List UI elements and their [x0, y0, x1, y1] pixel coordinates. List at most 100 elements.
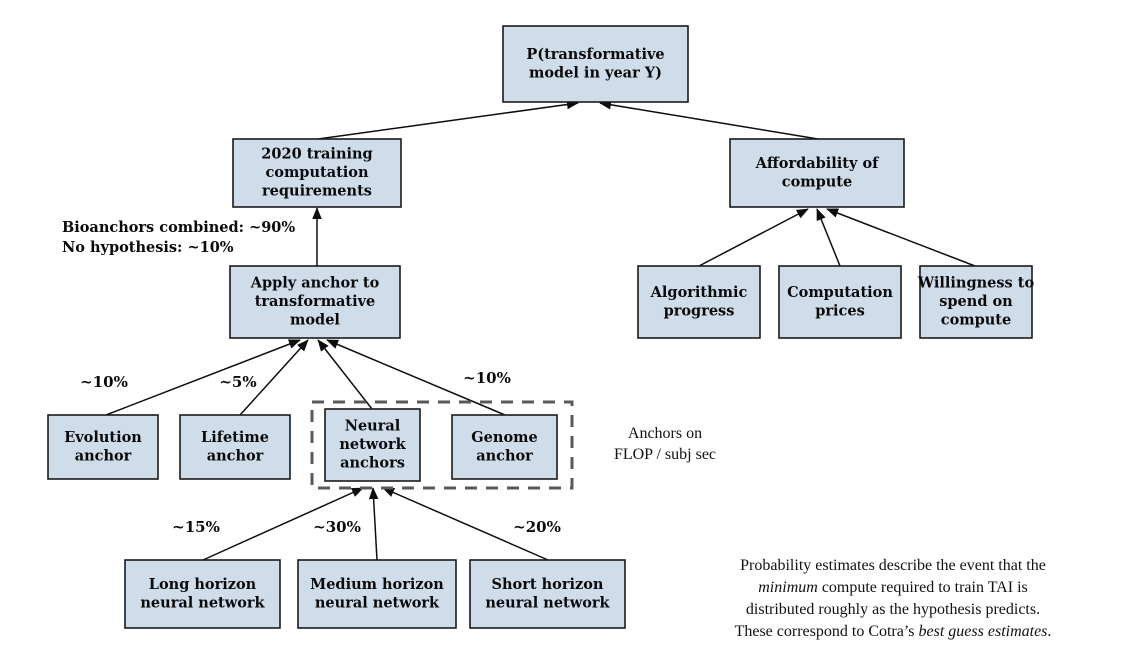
- node-label-training: 2020 training: [261, 146, 372, 163]
- caption-segment: minimum: [758, 579, 818, 596]
- edge-afford-to-root: [599, 100, 819, 140]
- node-box-lifetime[interactable]: [179, 414, 291, 480]
- edge-label-evolution-pct: ~10%: [80, 373, 128, 391]
- node-label-prices: prices: [815, 302, 865, 319]
- node-box-root[interactable]: [502, 25, 689, 103]
- edge-medium-to-nn: [368, 487, 379, 561]
- node-label-root: P(transformative: [526, 46, 664, 63]
- notes-layer: Bioanchors combined: ~90% No hypothesis: …: [62, 219, 1051, 640]
- node-box-medium_h[interactable]: [297, 559, 457, 629]
- edge-nn-to-apply: [317, 339, 373, 410]
- edge-label-medium-pct: ~30%: [313, 518, 361, 536]
- node-label-root: model in year Y): [529, 64, 662, 81]
- edge-label-short-pct: ~20%: [513, 518, 561, 536]
- node-label-genome: Genome: [471, 429, 537, 446]
- caption-line-probability-caption: distributed roughly as the hypothesis pr…: [746, 601, 1040, 618]
- node-label-genome: anchor: [476, 447, 533, 464]
- edge-genome-to-apply: [326, 339, 506, 416]
- node-box-long_h[interactable]: [124, 559, 281, 629]
- node-label-nn_anchors: network: [339, 436, 406, 453]
- side-note-line-bioanchors-note: No hypothesis: ~10%: [62, 239, 234, 256]
- group-box-layer: [310, 400, 574, 490]
- node-label-willing: compute: [941, 312, 1011, 329]
- node-label-afford: compute: [782, 173, 852, 190]
- caption-line-probability-caption: These correspond to Cotra’s best guess e…: [735, 623, 1052, 640]
- node-label-lifetime: Lifetime: [201, 429, 269, 446]
- edge-label-long-pct: ~15%: [172, 518, 220, 536]
- node-label-apply: model: [290, 312, 340, 329]
- edge-long-to-nn: [202, 487, 364, 561]
- node-box-apply[interactable]: [229, 265, 401, 339]
- node-label-apply: transformative: [255, 293, 376, 310]
- node-label-medium_h: Medium horizon: [310, 576, 444, 593]
- node-label-algo: Algorithmic: [650, 284, 748, 301]
- node-label-short_h: neural network: [485, 594, 610, 611]
- caption-line-probability-caption: minimum compute required to train TAI is: [758, 579, 1027, 596]
- node-label-nn_anchors: anchors: [340, 455, 405, 472]
- node-label-nn_anchors: Neural: [345, 418, 401, 435]
- group-annotation-line-flop-annotation: FLOP / subj sec: [614, 446, 716, 463]
- caption-segment: compute required to train TAI is: [818, 579, 1028, 596]
- node-label-training: computation: [265, 164, 368, 181]
- caption-segment: distributed roughly as the hypothesis pr…: [746, 601, 1040, 618]
- node-label-lifetime: anchor: [207, 447, 264, 464]
- node-label-training: requirements: [262, 183, 372, 200]
- node-label-long_h: Long horizon: [149, 576, 257, 593]
- edge-prices-to-afford: [816, 208, 841, 267]
- group-annotation-line-flop-annotation: Anchors on: [628, 425, 702, 442]
- caption-segment: .: [1047, 623, 1051, 640]
- node-label-evolution: anchor: [75, 447, 132, 464]
- node-label-afford: Affordability of: [755, 155, 881, 172]
- node-box-training[interactable]: [232, 138, 402, 208]
- edge-labels-layer: ~10% ~5% ~10% ~15% ~30% ~20%: [80, 369, 561, 536]
- edge-willing-to-afford: [826, 208, 976, 267]
- node-label-algo: progress: [664, 302, 735, 319]
- edge-label-lifetime-pct: ~5%: [219, 373, 256, 391]
- edges-layer: [105, 99, 976, 561]
- node-box-genome[interactable]: [451, 414, 558, 480]
- node-box-algo[interactable]: [637, 265, 761, 339]
- group-box-flop-subj-sec-group: [310, 400, 574, 490]
- edge-algo-to-afford: [698, 208, 809, 267]
- node-box-afford[interactable]: [729, 138, 905, 208]
- node-label-willing: Willingness to: [917, 275, 1035, 292]
- node-label-prices: Computation: [787, 284, 893, 301]
- node-label-short_h: Short horizon: [492, 576, 604, 593]
- node-box-willing[interactable]: [919, 265, 1033, 339]
- edge-training-to-root: [317, 99, 579, 140]
- node-label-long_h: neural network: [140, 594, 265, 611]
- edge-lifetime-to-apply: [239, 339, 309, 416]
- node-label-apply: Apply anchor to: [250, 275, 380, 292]
- edge-label-genome-pct: ~10%: [463, 369, 511, 387]
- caption-segment: These correspond to Cotra’s: [735, 623, 919, 640]
- caption-segment: best guess estimates: [919, 623, 1048, 640]
- caption-line-probability-caption: Probability estimates describe the event…: [740, 557, 1046, 574]
- side-note-line-bioanchors-note: Bioanchors combined: ~90%: [62, 219, 295, 236]
- node-box-prices[interactable]: [778, 265, 902, 339]
- node-box-evolution[interactable]: [47, 414, 159, 480]
- node-label-willing: spend on: [939, 293, 1013, 310]
- node-label-evolution: Evolution: [64, 429, 142, 446]
- node-box-short_h[interactable]: [469, 559, 626, 629]
- edge-evolution-to-apply: [105, 339, 301, 416]
- node-label-medium_h: neural network: [315, 594, 440, 611]
- edge-short-to-nn: [382, 487, 549, 561]
- node-box-nn_anchors[interactable]: [324, 408, 421, 482]
